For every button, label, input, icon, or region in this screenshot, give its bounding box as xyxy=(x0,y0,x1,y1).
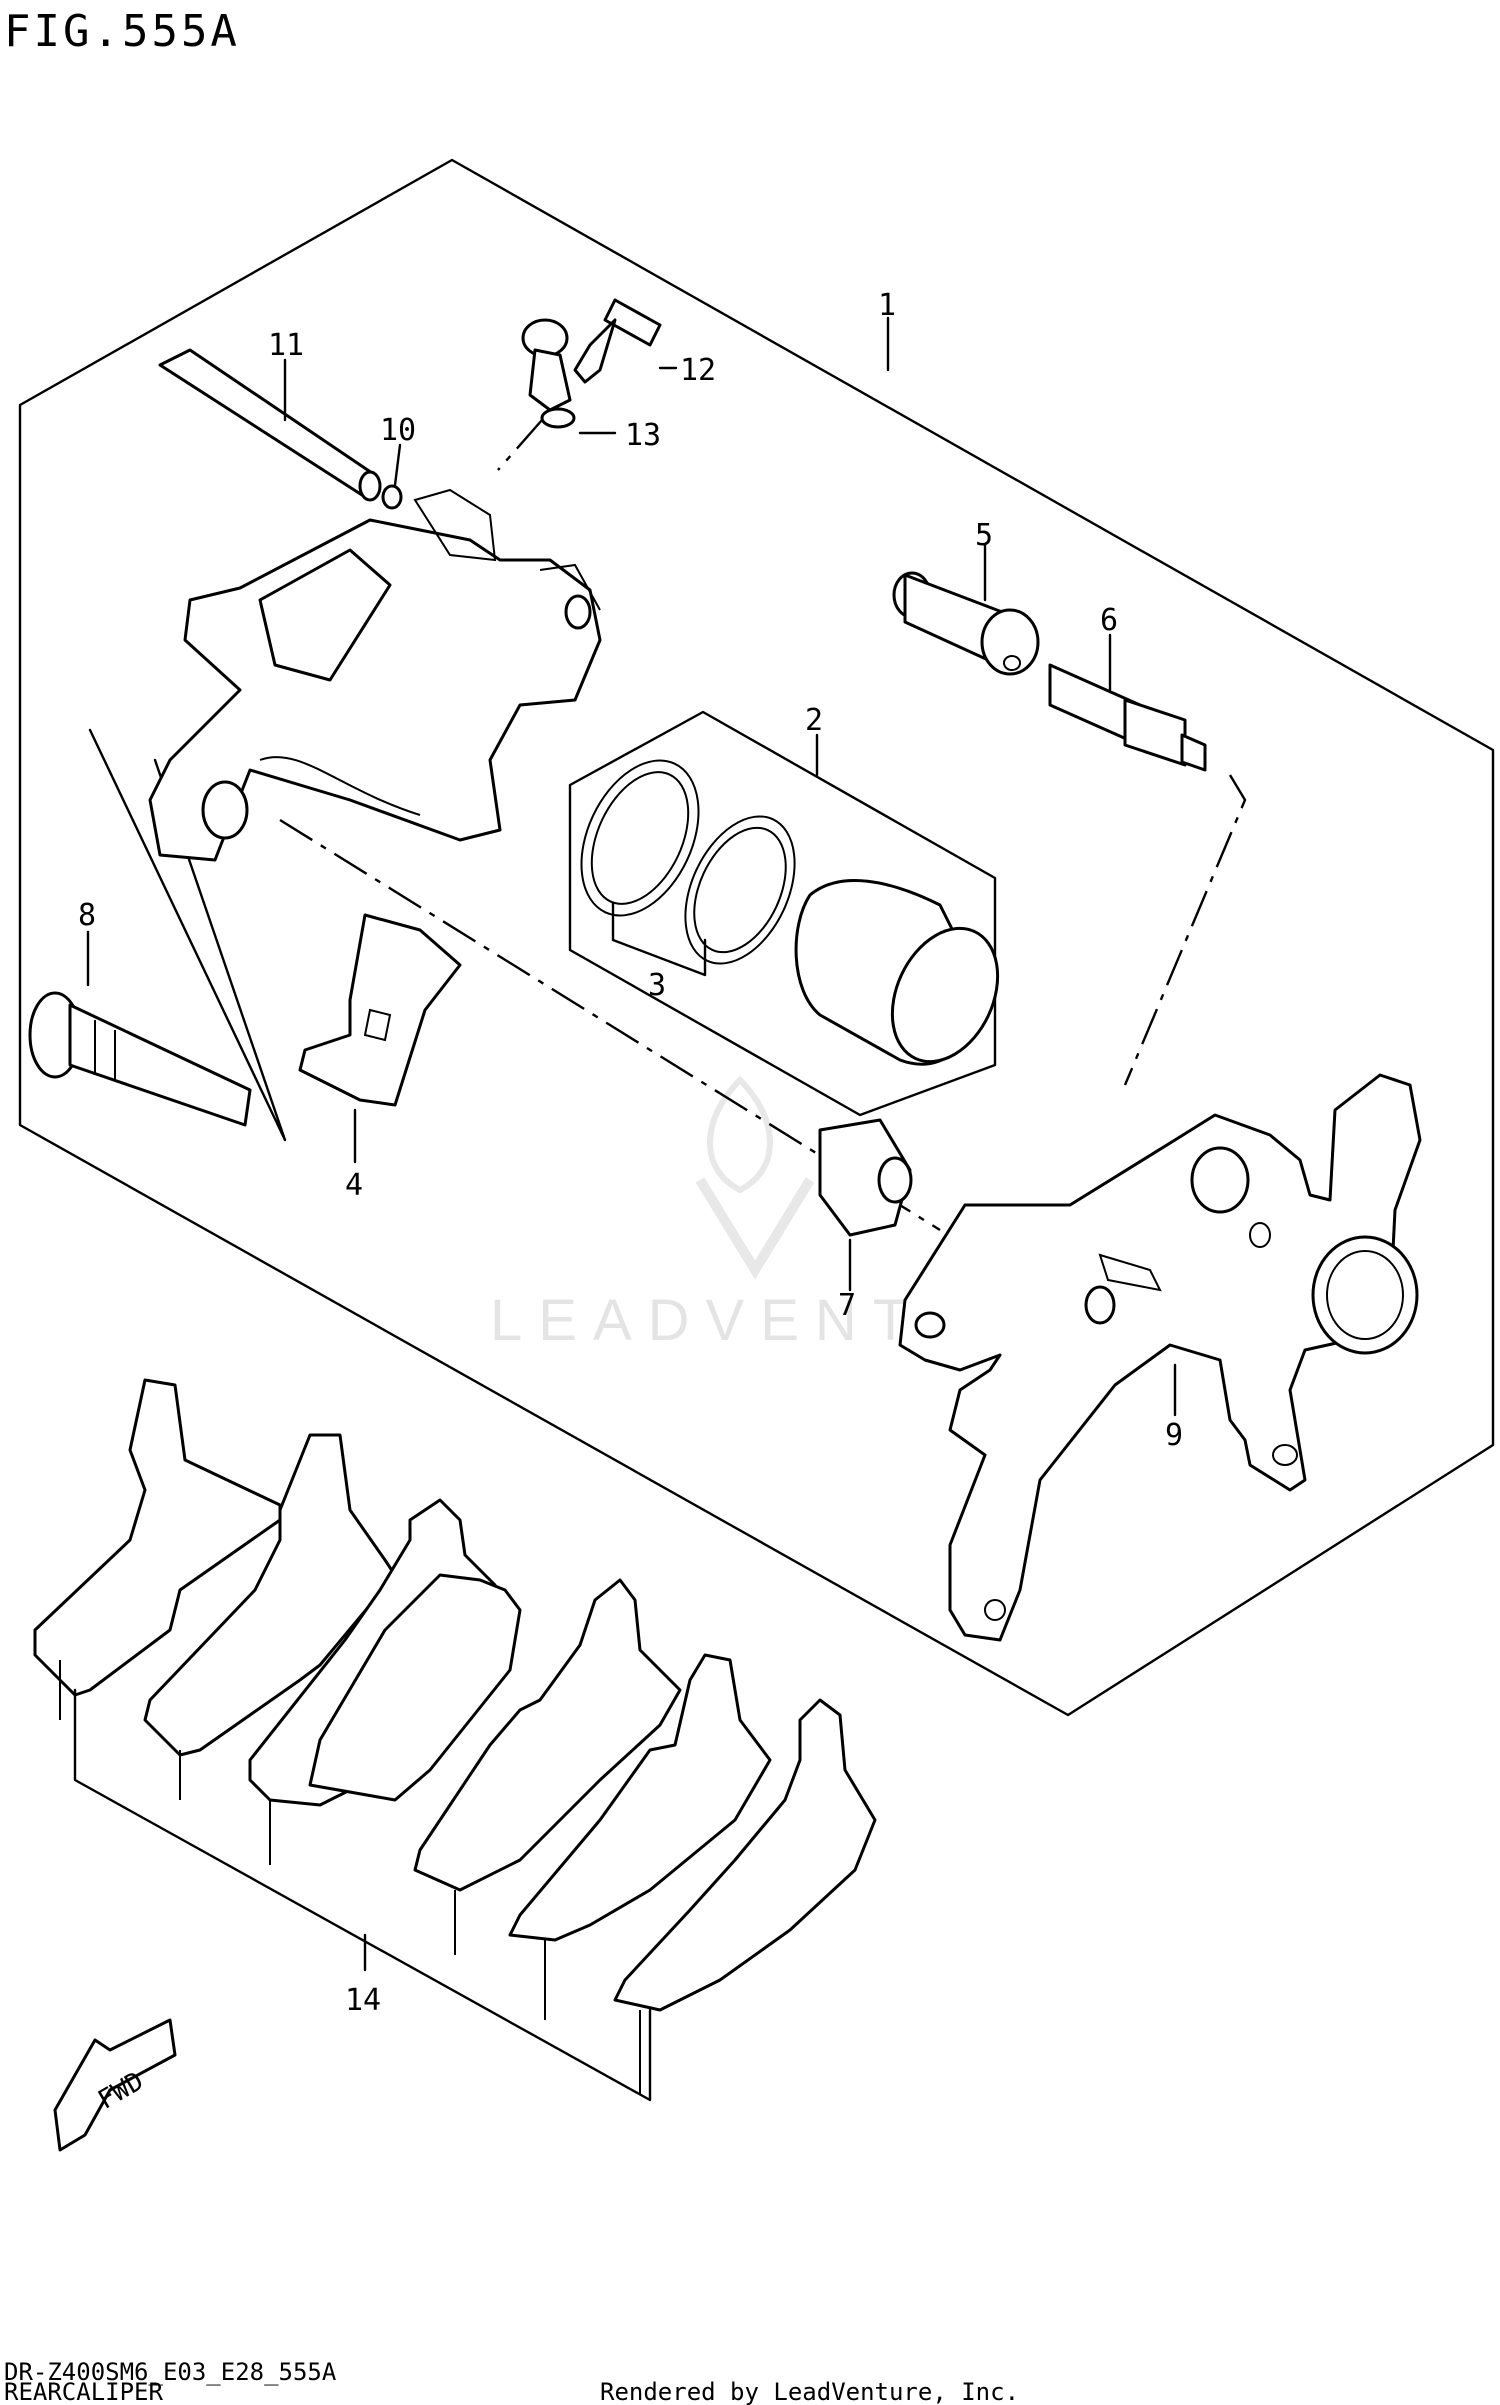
caliper-bracket-9 xyxy=(898,1073,1422,1642)
caliper-pin-11 xyxy=(158,348,382,502)
piston-group-outline xyxy=(568,710,997,1117)
figure-title: FIG.555A xyxy=(4,6,240,57)
piston xyxy=(794,879,1000,1066)
callout-10[interactable]: 10 xyxy=(380,413,416,448)
brake-pad-set-14 xyxy=(33,1378,877,2095)
callout-4[interactable]: 4 xyxy=(345,1168,363,1203)
leader-10 xyxy=(393,443,402,487)
pad-spring-4 xyxy=(298,913,462,1107)
callout-12[interactable]: 12 xyxy=(680,353,716,388)
callout-3[interactable]: 3 xyxy=(648,968,666,1003)
callout-14[interactable]: 14 xyxy=(345,1983,381,2018)
pin-8-region xyxy=(88,728,287,1142)
render-credit: Rendered by LeadVenture, Inc. xyxy=(600,2378,1019,2405)
callout-7[interactable]: 7 xyxy=(838,1288,856,1323)
model-code: DR-Z400SM6_E03_E28_555A xyxy=(4,2358,337,2386)
slide-pin-8 xyxy=(28,991,252,1127)
callout-5[interactable]: 5 xyxy=(975,518,993,553)
callout-1[interactable]: 1 xyxy=(878,288,896,323)
callout-9[interactable]: 9 xyxy=(1165,1418,1183,1453)
callout-11[interactable]: 11 xyxy=(268,328,304,363)
bolt-6 xyxy=(1048,663,1207,772)
callout-6[interactable]: 6 xyxy=(1100,603,1118,638)
axis-line-bleeder xyxy=(497,419,543,471)
boot-7 xyxy=(818,1118,913,1237)
callout-13[interactable]: 13 xyxy=(625,418,661,453)
piston-seal-large xyxy=(580,759,700,917)
caliper-body xyxy=(148,488,602,862)
seal-bracket-3 xyxy=(611,901,707,977)
piston-seal-small xyxy=(684,815,796,965)
callout-2[interactable]: 2 xyxy=(805,703,823,738)
boot-5 xyxy=(892,571,1040,676)
bleeder-screw xyxy=(573,298,662,384)
washer-10 xyxy=(381,484,403,510)
bleeder-cap xyxy=(521,318,576,429)
callout-8[interactable]: 8 xyxy=(78,898,96,933)
forward-arrow-icon: FWD xyxy=(53,2018,177,2152)
pad-group-bracket xyxy=(73,1688,652,2102)
axis-line-bracket xyxy=(1123,774,1247,1086)
assembly-outline xyxy=(18,158,1495,1717)
section-name: REARCALIPER xyxy=(4,2378,163,2405)
